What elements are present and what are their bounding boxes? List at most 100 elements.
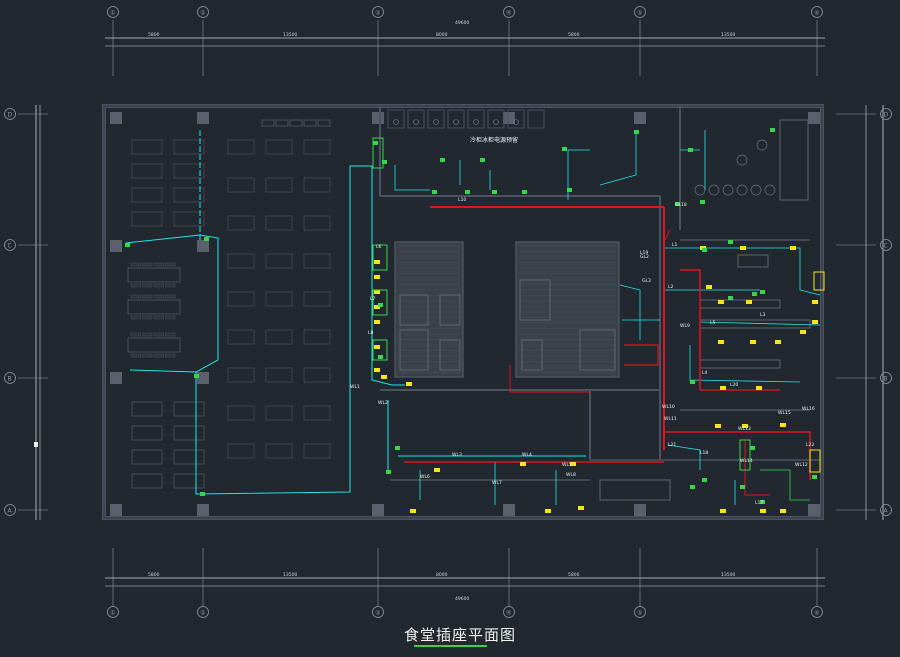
socket: [634, 130, 639, 134]
dimension-lines: 5800580013500135008000800058005800135001…: [18, 20, 884, 606]
circuit-label: WL2: [378, 400, 388, 406]
axis-bubble: [107, 606, 119, 618]
chair: [153, 353, 164, 358]
main-feeder-red: [664, 229, 671, 241]
column: [372, 504, 384, 516]
table: [265, 139, 293, 155]
wc-stall: [507, 109, 525, 129]
socket: [715, 424, 721, 428]
chair: [142, 283, 153, 288]
column: [503, 504, 515, 516]
axis-label: D: [8, 112, 13, 119]
core-room: [439, 339, 461, 371]
socket: [760, 509, 766, 513]
socket: [125, 243, 130, 247]
socket: [432, 190, 437, 194]
socket-devices: [34, 128, 825, 513]
column: [110, 112, 122, 124]
fixture: [433, 119, 439, 125]
chair: [142, 353, 153, 358]
column: [110, 372, 122, 384]
dim-overall: 49600: [455, 20, 469, 26]
core-room: [519, 279, 551, 321]
fixture: [513, 119, 519, 125]
main-feeder-red: [624, 344, 659, 366]
socket: [718, 340, 724, 344]
dim-text: 13500: [721, 32, 735, 38]
wc-stall: [467, 109, 485, 129]
wc-stall: [427, 109, 445, 129]
circuit-label: L7: [370, 296, 376, 302]
socket: [374, 305, 380, 309]
chair: [142, 294, 153, 299]
socket: [381, 375, 387, 379]
socket: [194, 374, 199, 378]
circuit-label: WL16: [802, 406, 815, 412]
table: [173, 187, 205, 203]
circuit-label: L18: [700, 450, 708, 456]
table: [303, 139, 331, 155]
wire-core-east: [619, 284, 641, 340]
table: [265, 405, 293, 421]
column: [808, 112, 820, 124]
circuit-label: WL10: [662, 404, 675, 410]
storage: [599, 479, 671, 501]
circuit-label: WL3: [452, 452, 462, 458]
circuit-label: WL6: [420, 474, 430, 480]
socket: [728, 240, 733, 244]
prep-table: [737, 254, 769, 268]
chair: [130, 332, 141, 337]
chair: [165, 283, 176, 288]
panel-box: [372, 339, 388, 361]
wc-stall: [527, 109, 545, 129]
axis-label: A: [8, 508, 13, 515]
table: [303, 215, 331, 231]
core-room: [399, 329, 429, 371]
axis-bubble: [503, 606, 515, 618]
sink: [736, 154, 748, 166]
circuit-label: L20: [730, 382, 738, 388]
core-room: [399, 294, 429, 326]
fixture: [473, 119, 479, 125]
dim-overall: 49600: [455, 596, 469, 602]
chair: [153, 283, 164, 288]
socket: [522, 190, 527, 194]
axis-label: ①: [110, 610, 115, 617]
circuit-label: L4: [702, 370, 708, 376]
socket: [567, 188, 572, 192]
chair: [153, 294, 164, 299]
socket: [812, 320, 818, 324]
dim-text: 5800: [148, 572, 160, 578]
table: [173, 211, 205, 227]
counter: [289, 119, 303, 127]
axis-label: C: [884, 243, 888, 250]
axis-bubble: [880, 239, 892, 251]
building-walls: [102, 104, 824, 520]
table: [173, 139, 205, 155]
circuit-label: WL11: [664, 416, 677, 422]
axis-label: C: [8, 243, 12, 250]
cold-room: [779, 119, 809, 201]
column: [110, 240, 122, 252]
axis-bubble: [880, 108, 892, 120]
wire-se-run: [667, 444, 701, 470]
panel-box: [372, 137, 384, 169]
wc-stall: [407, 109, 425, 129]
title-underline: [414, 645, 487, 647]
circuit-label: WL4: [522, 452, 532, 458]
axis-bubble: [4, 239, 16, 251]
table: [131, 449, 163, 465]
dining-furniture: [127, 119, 331, 489]
socket: [780, 509, 786, 513]
chair: [130, 315, 141, 320]
socket: [750, 340, 756, 344]
wire-dining-branch: [129, 369, 197, 373]
socket: [742, 424, 748, 428]
table: [227, 215, 255, 231]
circuit-label: WL8: [566, 472, 576, 478]
socket: [740, 485, 745, 489]
table: [227, 367, 255, 383]
main-feeder-red: [680, 269, 701, 390]
socket: [480, 158, 485, 162]
